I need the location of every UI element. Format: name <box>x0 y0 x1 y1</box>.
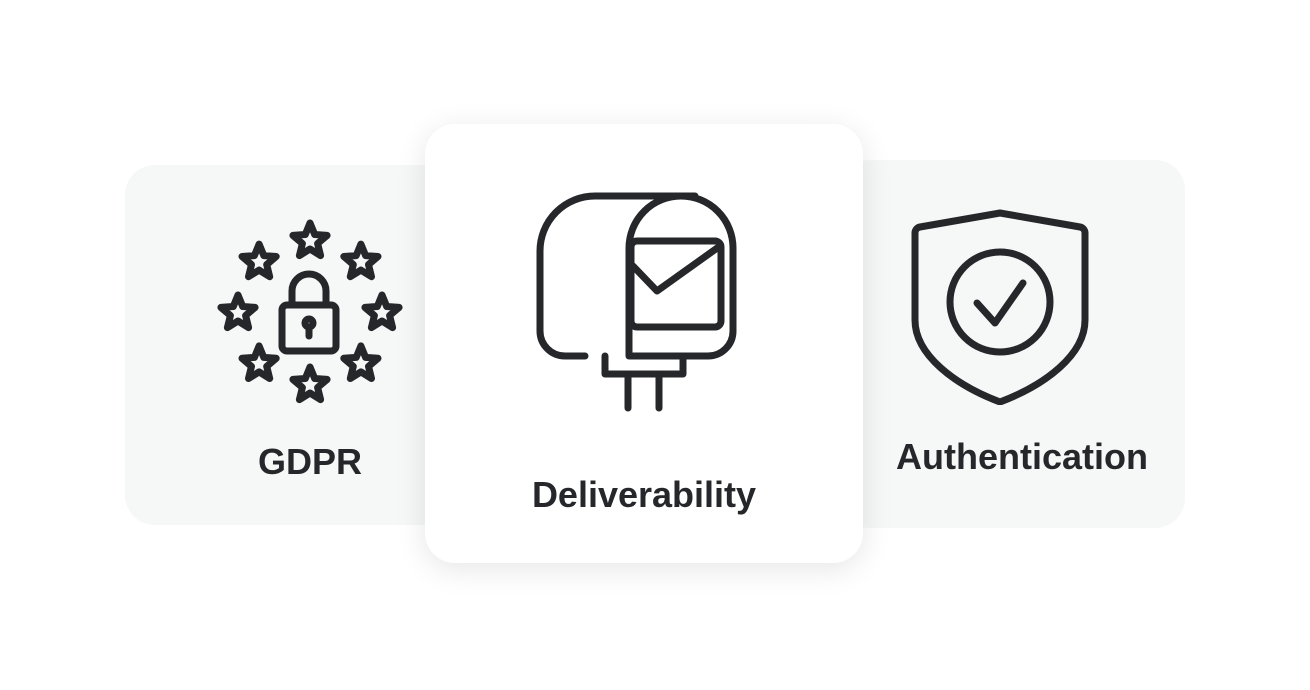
star-icon <box>340 240 382 281</box>
star-icon <box>289 363 331 404</box>
star-icon <box>361 291 403 332</box>
authentication-card[interactable]: Authentication <box>840 160 1185 528</box>
authentication-label: Authentication <box>896 436 1148 477</box>
eu-stars-lock-icon <box>217 219 403 404</box>
mailbox-icon <box>536 192 737 412</box>
star-icon <box>238 240 280 281</box>
deliverability-card[interactable]: Deliverability <box>425 124 863 563</box>
gdpr-label: GDPR <box>257 441 362 482</box>
star-icon <box>238 342 280 382</box>
star-icon <box>289 219 331 260</box>
star-icon <box>217 291 259 332</box>
deliverability-label: Deliverability <box>531 474 757 515</box>
shield-check-icon <box>911 209 1089 405</box>
star-icon <box>340 342 382 382</box>
gdpr-card[interactable]: GDPR <box>125 165 455 525</box>
